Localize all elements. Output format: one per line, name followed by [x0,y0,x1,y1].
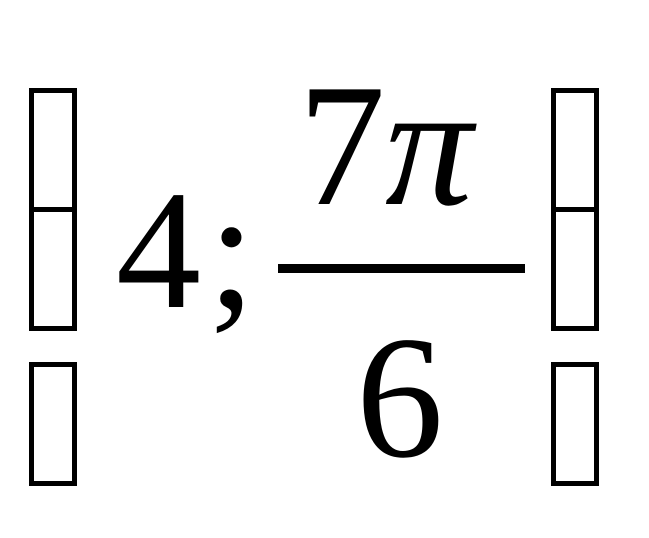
separator-semicolon: ; [208,156,256,344]
right-bracket-middle-box [551,207,599,331]
left-bracket-bottom-box [29,362,77,486]
denominator: 6 [356,300,444,494]
left-bracket-middle-box [29,207,77,331]
numerator-digit: 7 [298,48,386,242]
fraction-bar [278,264,525,273]
integer-part: 4 [116,156,201,344]
right-bracket-bottom-box [551,362,599,486]
numerator-pi-symbol: π [385,48,473,242]
right-bracket-top-box [551,88,599,212]
left-bracket-top-box [29,88,77,212]
